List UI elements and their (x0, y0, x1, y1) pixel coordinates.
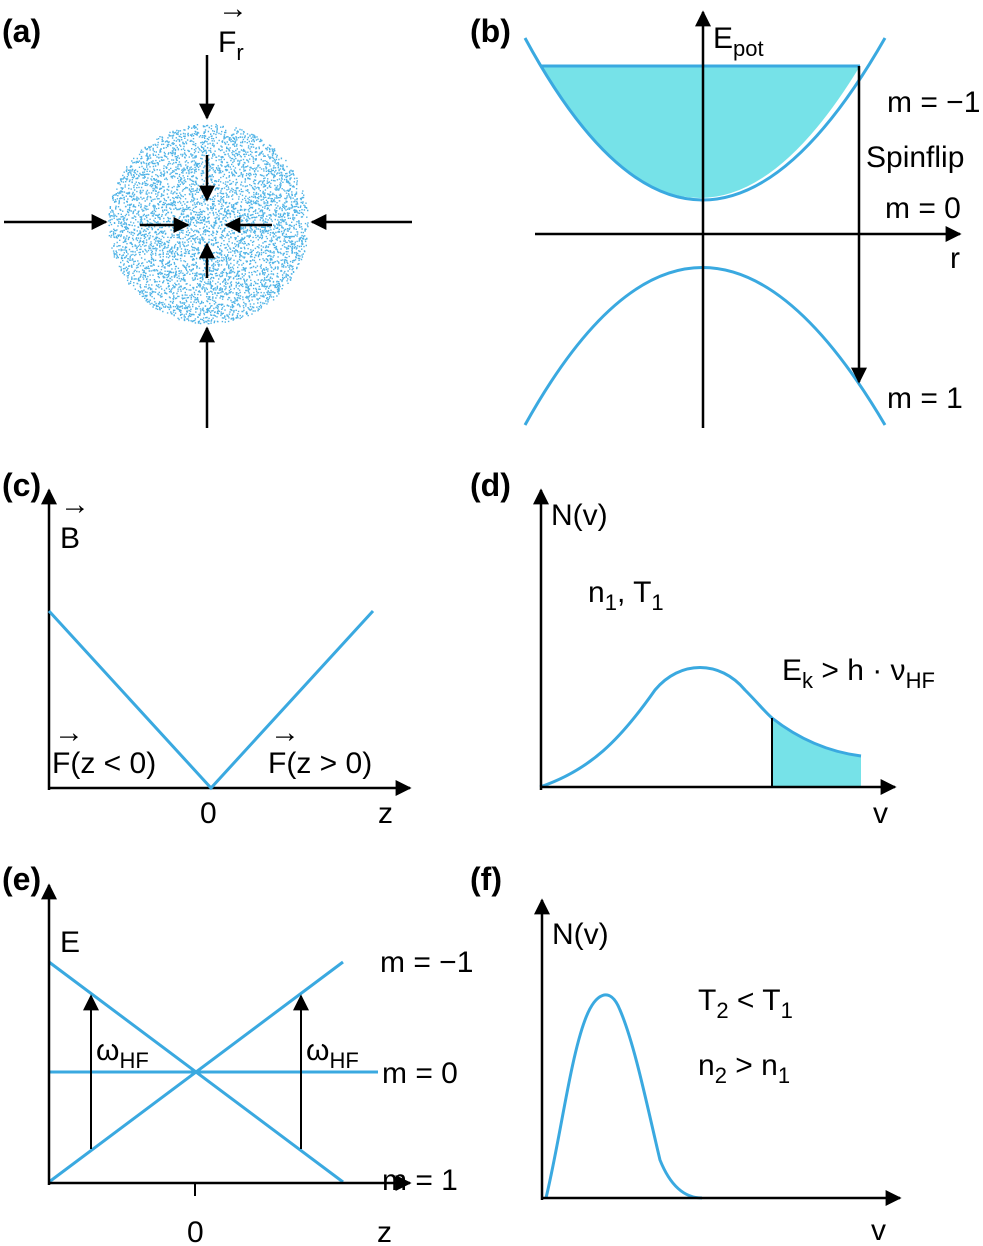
panel-a-label: (a) (2, 13, 41, 49)
panel-f-label: (f) (470, 861, 502, 897)
fast-atoms-fill (772, 718, 861, 787)
b-vector-arrow: → (60, 488, 90, 521)
energy-condition-label: Ek > h · νHF (782, 654, 935, 693)
state-m0: m = 0 (885, 192, 961, 225)
panel-b-label: (b) (470, 13, 511, 49)
x-axis-label: z (377, 1216, 392, 1246)
origin-label: 0 (200, 797, 217, 830)
atom-dots (108, 123, 309, 325)
x-axis-label: v (871, 1214, 886, 1246)
x-axis-label: v (873, 797, 888, 830)
panel-c-label: (c) (2, 467, 41, 503)
panel-d-label: (d) (470, 467, 511, 503)
cooled-distribution-curve (544, 993, 703, 1200)
panel-f: (f) N(v) v T2 < T1 n2 > n1 (470, 861, 902, 1246)
atom-cloud-sphere (108, 123, 309, 325)
y-axis-label: N(v) (552, 918, 609, 951)
force-label: Fr (218, 26, 244, 65)
potential-curve-m1 (523, 266, 887, 426)
panel-c: (c) → B 0 z → F(z < 0) → F(z > 0) (2, 467, 412, 830)
force-right-label: F(z > 0) (268, 747, 372, 780)
density-temperature-label: n1, T1 (588, 576, 664, 615)
y-axis-label: Epot (713, 22, 764, 61)
force-left-label: F(z < 0) (52, 747, 156, 780)
density-relation-label: n2 > n1 (698, 1049, 790, 1088)
force-vector-arrow: → (218, 0, 248, 25)
x-axis-label: r (950, 242, 960, 275)
spinflip-label: Spinflip (866, 141, 964, 174)
f-left-vector-arrow: → (54, 716, 84, 749)
state-m0: m = 0 (382, 1057, 458, 1090)
f-right-vector-arrow: → (270, 716, 300, 749)
panel-d: (d) N(v) v n1, T1 Ek > h · νHF (470, 467, 935, 830)
omega-hf-right: ωHF (306, 1034, 359, 1073)
panel-b: (b) Epot r m = −1 Spinflip m = 0 m = 1 (470, 10, 980, 428)
temperature-relation-label: T2 < T1 (698, 984, 793, 1023)
panel-e-label: (e) (2, 861, 41, 897)
velocity-distribution-curve (539, 666, 862, 789)
panel-a: (a) → Fr (2, 0, 412, 428)
panel-e: (e) E 0 z m = −1 m = 0 m = 1 ωHF ωHF (2, 861, 473, 1246)
omega-hf-left: ωHF (96, 1034, 149, 1073)
state-m-minus1: m = −1 (887, 86, 980, 119)
x-axis-label: z (378, 797, 393, 830)
state-m1: m = 1 (887, 382, 963, 415)
y-axis-label: E (60, 926, 80, 959)
origin-label: 0 (187, 1216, 204, 1246)
y-axis-label: B (60, 522, 80, 555)
field-magnitude-curve (47, 609, 375, 791)
y-axis-label: N(v) (551, 499, 608, 532)
state-m-minus1: m = −1 (380, 946, 473, 979)
state-m1: m = 1 (382, 1164, 458, 1197)
